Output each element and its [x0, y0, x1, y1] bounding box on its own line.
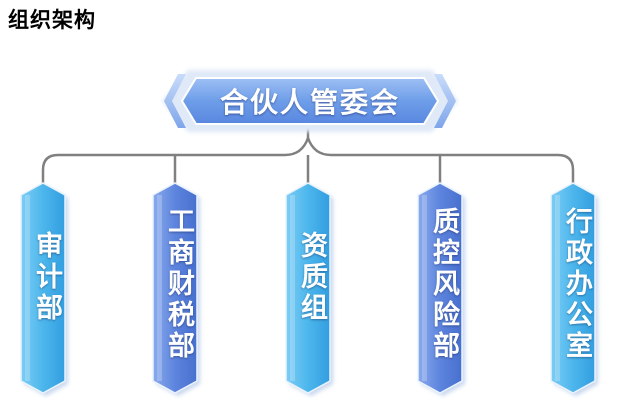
- dept-highlight: [25, 195, 30, 381]
- connector-lines: [41, 124, 575, 183]
- dept-node-admin-office: [550, 182, 596, 394]
- root-frame-right: [434, 74, 456, 128]
- root-node-label: 合伙人管委会: [219, 86, 400, 119]
- dept-highlight: [555, 195, 560, 381]
- page-title: 组织架构: [8, 8, 96, 32]
- dept-node-qualification: [285, 182, 331, 394]
- dept-label-quality-risk: 质控风险部: [428, 207, 459, 362]
- dept-label-qualification: 资质组: [296, 231, 327, 324]
- root-node: [162, 70, 458, 132]
- dept-label-admin-office: 行政办公室: [561, 207, 592, 362]
- connector-right: [306, 137, 575, 183]
- dept-node-business-tax: [152, 182, 198, 394]
- dept-label-business-tax: 工商财税部: [163, 207, 194, 362]
- dept-highlight: [290, 195, 295, 381]
- dept-highlight: [422, 195, 427, 381]
- connector-left: [41, 137, 310, 183]
- root-plate: [180, 77, 440, 125]
- dept-node-audit: [20, 182, 66, 394]
- root-frame-left: [164, 74, 186, 128]
- dept-node-quality-risk: [417, 182, 463, 394]
- dept-label-audit: 审计部: [31, 231, 62, 324]
- department-shapes: [20, 182, 598, 396]
- dept-highlight: [157, 195, 162, 381]
